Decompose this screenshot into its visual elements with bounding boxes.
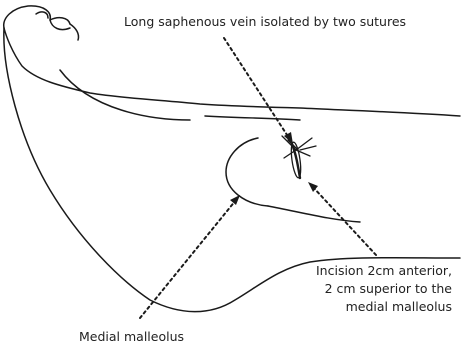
arrowhead-incision — [308, 182, 318, 192]
toe-nail — [36, 12, 48, 18]
incision-label-line-3: medial malleolus — [316, 298, 452, 316]
leader-malleolus — [140, 200, 236, 318]
medial-malleolus-contour — [226, 138, 268, 206]
leader-incision — [312, 186, 376, 255]
second-toe-outline — [50, 20, 70, 30]
leader-vein — [224, 38, 289, 138]
arch-contour — [60, 70, 190, 120]
incision-label-line-2: 2 cm superior to the — [316, 280, 452, 298]
suture-tail — [300, 146, 316, 150]
foot-dorsum-outline — [4, 28, 460, 116]
incision-label: Incision 2cm anterior, 2 cm superior to … — [316, 262, 452, 316]
malleolus-label: Medial malleolus — [79, 329, 184, 344]
shin-contour — [205, 116, 300, 120]
vein-label: Long saphenous vein isolated by two sutu… — [124, 14, 406, 29]
incision-site — [282, 136, 316, 178]
heel-contour — [268, 206, 360, 222]
third-toe-outline — [70, 24, 79, 40]
arrowhead-malleolus — [230, 195, 240, 205]
incision-label-line-1: Incision 2cm anterior, — [316, 262, 452, 280]
big-toe-outline — [4, 6, 70, 28]
